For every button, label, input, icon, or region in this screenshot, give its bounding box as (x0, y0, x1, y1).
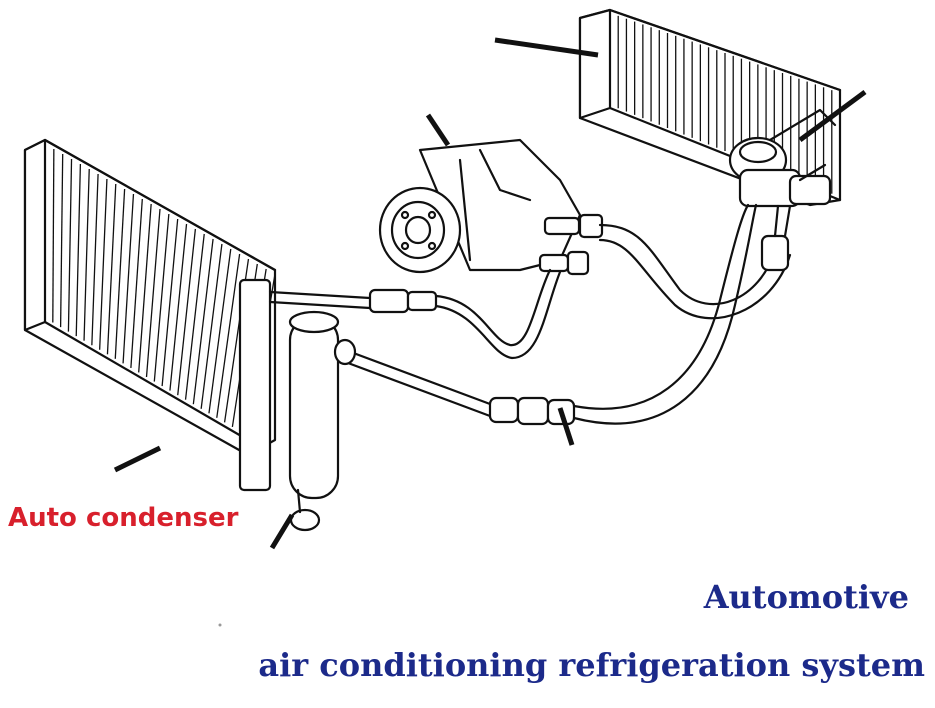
leader-lines (113, 37, 867, 550)
receiver-drier (288, 310, 340, 532)
compressor (378, 138, 604, 276)
refrigerant-lines (268, 203, 792, 426)
speck (218, 623, 222, 627)
condenser (23, 138, 277, 492)
title-line-1: Automotive (703, 578, 909, 616)
condenser-label: Auto condenser (8, 503, 239, 533)
expansion-valve (728, 108, 837, 208)
title-line-2: air conditioning refrigeration system (258, 646, 925, 684)
